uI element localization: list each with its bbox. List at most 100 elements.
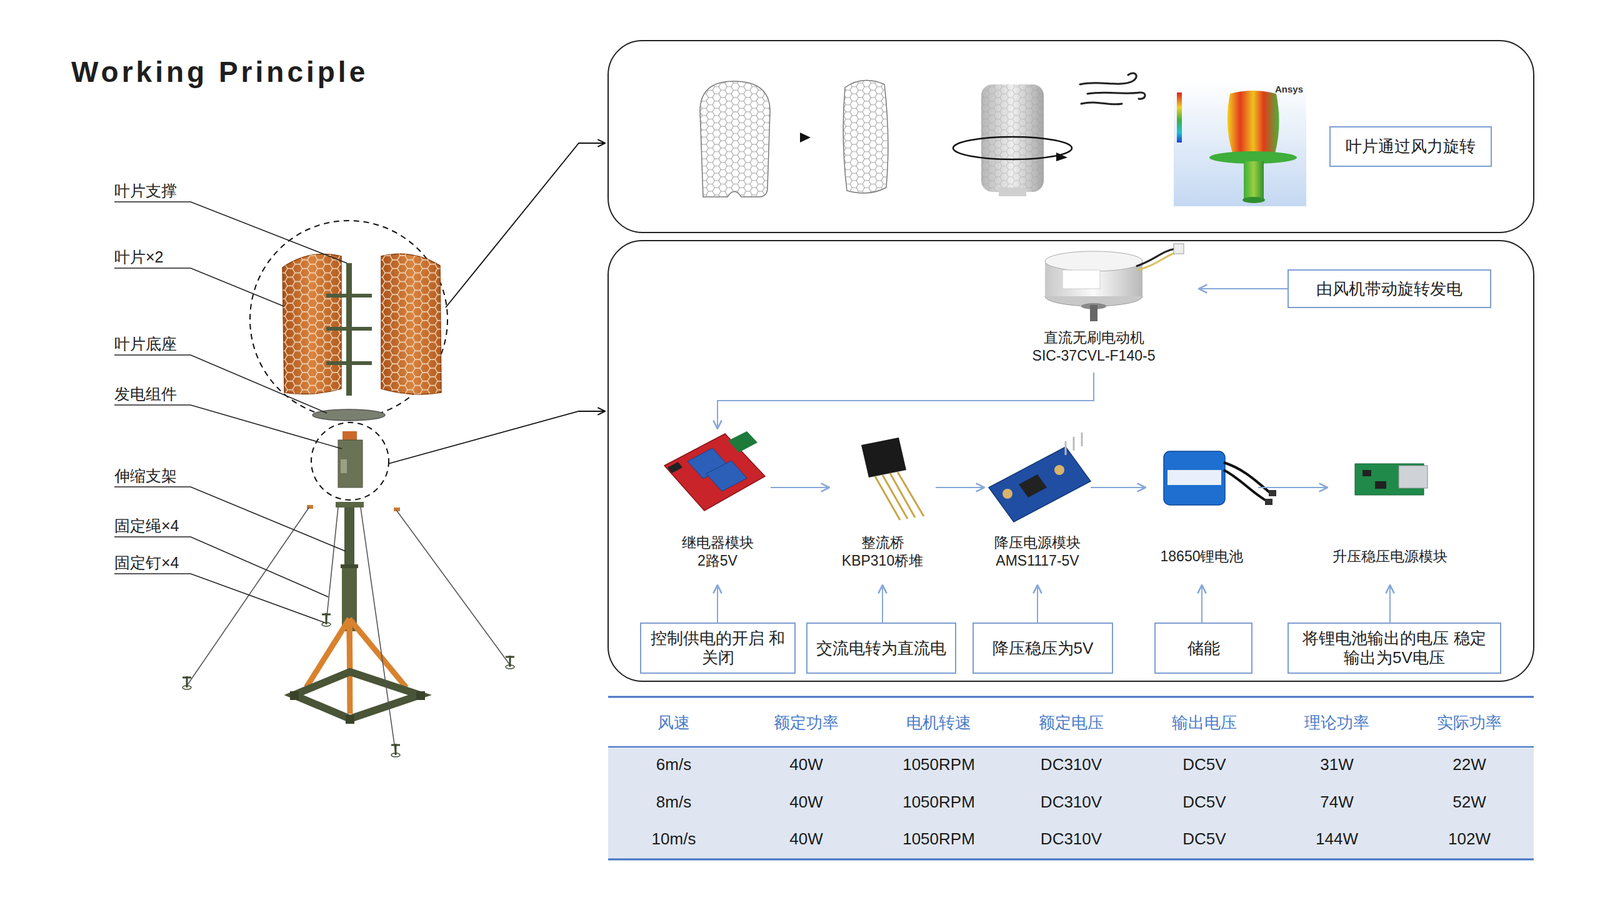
flow-arrow	[1258, 486, 1328, 489]
table-cell: DC310V	[1040, 792, 1102, 812]
zoom-leader-lines	[388, 411, 605, 464]
zoom-leader-lines	[445, 143, 605, 308]
part-label: 叶片×2	[114, 247, 164, 267]
rotating-rotor	[1056, 152, 1068, 162]
table-cell: 31W	[1320, 755, 1354, 775]
table-header: 输出电压	[1171, 711, 1237, 734]
blade-group	[326, 361, 372, 365]
flow-arrow	[881, 585, 884, 623]
fixing-ropes	[326, 507, 339, 623]
flow-arrow	[717, 372, 1094, 429]
flat-blade	[700, 81, 770, 197]
box-text: 交流电转为直流电	[816, 638, 947, 659]
buck-module-image	[988, 446, 1091, 522]
wind-symbol	[1087, 92, 1145, 99]
component-caption: 2路5V	[664, 551, 771, 570]
bridge-rectifier-image	[875, 471, 924, 520]
telescopic-stand	[293, 671, 420, 719]
flow-arrow	[1198, 288, 1288, 290]
table-cell: 74W	[1320, 792, 1354, 812]
table-cell: DC5V	[1182, 792, 1226, 812]
zoom-leader-lines	[388, 143, 605, 464]
buck-module-image	[988, 432, 1091, 522]
curved-blade	[843, 80, 889, 194]
table-cell: 102W	[1448, 829, 1491, 849]
telescopic-stand	[340, 564, 359, 569]
wind-symbol	[1080, 73, 1145, 105]
rotating-rotor	[998, 187, 1027, 197]
motor-image	[1045, 243, 1184, 322]
part-label: 发电组件	[114, 384, 177, 404]
battery-image	[1167, 470, 1222, 485]
component-caption: 18650锂电池	[1145, 547, 1259, 566]
rotating-rotor	[953, 136, 1072, 160]
telescopic-stand	[335, 501, 364, 508]
motor-image	[1137, 252, 1177, 270]
part-leader-lines	[114, 268, 284, 307]
bridge-rectifier-image	[861, 437, 924, 520]
telescopic-stand	[306, 505, 314, 509]
component-node: 降压电源模块AMS1117-5V	[984, 428, 1091, 585]
description-box: 交流电转为直流电	[806, 622, 957, 674]
telescopic-stand	[344, 507, 355, 567]
cfd-simulation	[1242, 196, 1265, 204]
cfd-simulation	[1173, 81, 1307, 207]
component-caption: 升压稳压电源模块	[1327, 547, 1453, 566]
blade-group	[250, 220, 448, 421]
caption-group: 直流无刷电动机SIC-37CVL-F140-5	[988, 328, 1199, 365]
relay-image	[728, 431, 758, 453]
boost-module-image	[1375, 481, 1387, 489]
caption-group: 18650锂电池	[1145, 547, 1259, 566]
box-text: 降压稳压为5V	[992, 638, 1094, 659]
cfd-simulation	[1227, 90, 1280, 154]
table-header: 额定功率	[773, 711, 839, 734]
panel-frame	[608, 240, 1534, 682]
generator-group	[338, 440, 363, 488]
fixing-pegs	[182, 613, 515, 757]
table-header: 风速	[657, 711, 690, 734]
fixing-pegs	[391, 753, 400, 757]
telescopic-stand	[345, 715, 355, 724]
table-cell: 10m/s	[651, 829, 697, 849]
generator-group	[340, 459, 347, 474]
software-mark: Ansys	[1275, 83, 1304, 95]
buck-module-image	[1065, 432, 1082, 455]
table-cell: 40W	[789, 829, 823, 849]
table-cell: 22W	[1452, 755, 1486, 775]
box-text: 将锂电池输出的电压 稳定输出为5V电压	[1295, 628, 1494, 668]
table-cell: DC5V	[1182, 755, 1226, 775]
component-node: 升压稳压电源模块	[1327, 428, 1453, 585]
relay-image	[706, 460, 747, 492]
telescopic-stand	[416, 691, 425, 700]
table-cell: DC310V	[1040, 829, 1102, 849]
relay-image	[664, 431, 765, 511]
panel-frame	[608, 40, 1534, 233]
table-header: 电机转速	[906, 711, 972, 734]
caption-group: 降压电源模块AMS1117-5V	[984, 533, 1091, 570]
component-caption: KBP310桥堆	[829, 551, 936, 570]
fixing-pegs	[505, 665, 515, 669]
relay-image	[667, 461, 683, 474]
table-rules	[608, 696, 1534, 860]
buck-module-image	[1054, 465, 1065, 475]
flow-arrow	[1090, 486, 1146, 489]
table-cell: 144W	[1315, 829, 1359, 849]
table-cell: DC5V	[1182, 829, 1226, 849]
fixing-ropes	[360, 507, 396, 754]
part-label: 固定绳×4	[114, 516, 180, 535]
telescopic-stand	[290, 501, 425, 724]
flow-arrow	[1201, 585, 1203, 623]
blade-group	[326, 293, 372, 298]
cfd-simulation	[1176, 92, 1182, 143]
table-rules	[608, 696, 1534, 699]
box-text: 储能	[1187, 638, 1220, 659]
fixing-pegs	[505, 656, 515, 659]
flow-arrow	[770, 486, 830, 489]
step-arrow	[800, 132, 811, 143]
table-header: 额定电压	[1038, 711, 1104, 734]
table-cell: 40W	[789, 755, 823, 775]
blade-group	[282, 254, 342, 395]
battery-image	[1223, 470, 1268, 502]
motor-image	[1173, 243, 1184, 254]
